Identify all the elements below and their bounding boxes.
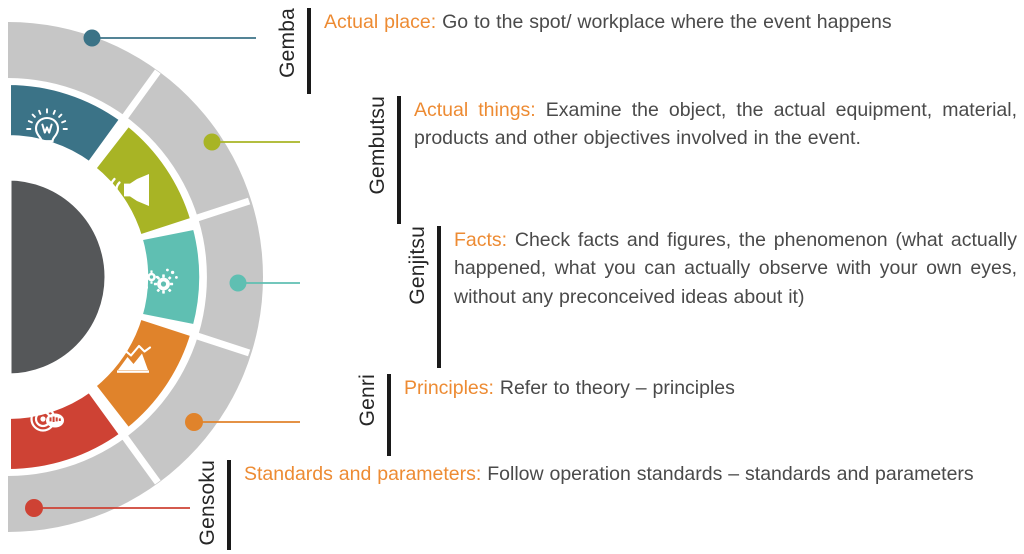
entry-body-gembutsu: Examine the object, the actual equipment…: [414, 99, 1017, 150]
entry-genjitsu: Genjitsu Facts: Check facts and figures,…: [406, 226, 1017, 368]
entry-divider-genjitsu: [437, 226, 441, 368]
segment-ring: [5, 78, 206, 476]
entry-description-gembutsu: Actual things: Examine the object, the a…: [414, 96, 1017, 153]
principles-wheel: [4, 22, 300, 532]
entry-keyword-gembutsu: Actual things:: [414, 99, 536, 121]
entry-genri: Genri Principles: Refer to theory – prin…: [356, 374, 1017, 456]
entry-label-genri: Genri: [356, 374, 379, 427]
entry-divider-gembutsu: [397, 96, 401, 224]
connector-genjitsu: [229, 274, 300, 292]
connector-gemba: [83, 29, 256, 47]
connector-dot-gembutsu[interactable]: [203, 133, 221, 151]
entry-gembutsu: Gembutsu Actual things: Examine the obje…: [366, 96, 1017, 224]
entry-description-gemba: Actual place: Go to the spot/ workplace …: [324, 8, 1017, 36]
entry-label-genjitsu: Genjitsu: [406, 226, 429, 305]
entry-divider-gensoku: [227, 460, 231, 550]
connector-dot-gemba[interactable]: [83, 29, 101, 47]
entry-description-gensoku: Standards and parameters: Follow operati…: [244, 460, 1017, 488]
outer-ring: [8, 22, 263, 532]
entry-divider-genri: [387, 374, 391, 456]
connector-gensoku: [25, 499, 190, 517]
entry-gensoku: Gensoku Standards and parameters: Follow…: [196, 460, 1017, 550]
entry-body-gensoku: Follow operation standards – standards a…: [481, 463, 974, 485]
entry-label-gensoku: Gensoku: [196, 460, 219, 546]
entry-keyword-genjitsu: Facts:: [454, 229, 508, 251]
segment-genri[interactable]: [89, 313, 197, 434]
entry-body-genjitsu: Check facts and figures, the phenomenon …: [454, 229, 1017, 308]
connector-dot-gensoku[interactable]: [25, 499, 43, 517]
segment-gemba[interactable]: [5, 78, 126, 168]
connector-genri: [185, 413, 300, 431]
entry-keyword-gemba: Actual place:: [324, 11, 437, 33]
entry-description-genri: Principles: Refer to theory – principles: [404, 374, 1017, 402]
entry-keyword-genri: Principles:: [404, 377, 494, 399]
entry-body-gemba: Go to the spot/ workplace where the even…: [436, 11, 892, 33]
entry-label-gemba: Gemba: [276, 8, 299, 78]
entry-keyword-gensoku: Standards and parameters:: [244, 463, 482, 485]
connector-dot-genri[interactable]: [185, 413, 203, 431]
entry-label-gembutsu: Gembutsu: [366, 96, 389, 195]
connector-dot-genjitsu[interactable]: [229, 274, 247, 292]
connector-gembutsu: [203, 133, 300, 151]
entry-divider-gemba: [307, 8, 311, 94]
entry-body-genri: Refer to theory – principles: [493, 377, 735, 399]
connectors: [25, 29, 300, 517]
entry-gemba: Gemba Actual place: Go to the spot/ work…: [276, 8, 1017, 94]
entry-description-genjitsu: Facts: Check facts and figures, the phen…: [454, 226, 1017, 311]
segment-gensoku[interactable]: [5, 386, 126, 476]
center-hub: [4, 173, 112, 381]
